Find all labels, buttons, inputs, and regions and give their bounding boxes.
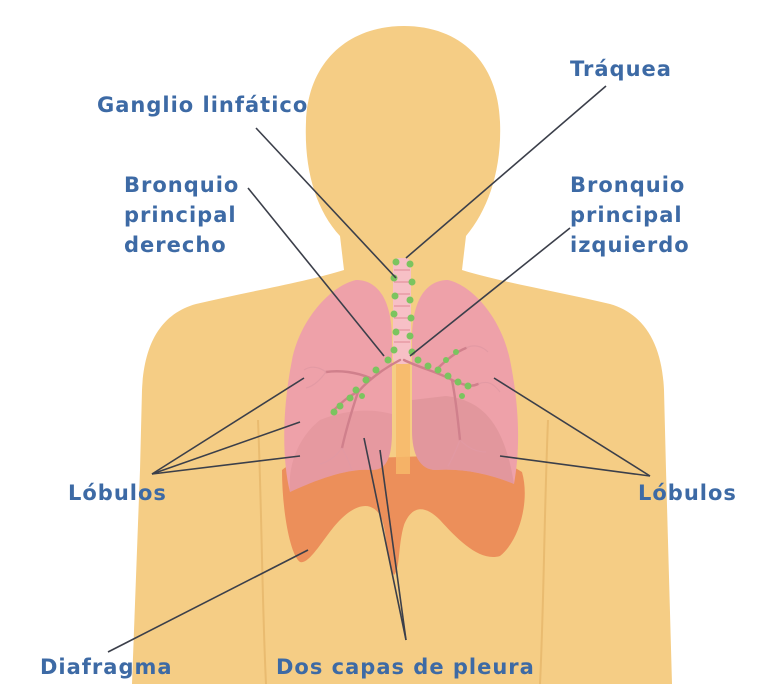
label-bronquio-derecho-line1: Bronquio bbox=[124, 173, 239, 197]
label-lobulos-right: Lóbulos bbox=[638, 481, 737, 505]
label-ganglio: Ganglio linfático bbox=[97, 93, 308, 117]
label-traquea: Tráquea bbox=[570, 57, 672, 81]
label-lobulos-left: Lóbulos bbox=[68, 481, 167, 505]
label-diafragma: Diafragma bbox=[40, 655, 173, 679]
label-bronquio-derecho-line3: derecho bbox=[124, 233, 227, 257]
label-bronquio-izquierdo-line3: izquierdo bbox=[570, 233, 690, 257]
label-bronquio-derecho-line2: principal bbox=[124, 203, 237, 227]
label-bronquio-izquierdo-line2: principal bbox=[570, 203, 683, 227]
label-bronquio-derecho: Bronquio principal derecho bbox=[124, 173, 248, 257]
label-bronquio-izquierdo-line1: Bronquio bbox=[570, 173, 685, 197]
label-pleura: Dos capas de pleura bbox=[276, 655, 535, 679]
label-bronquio-izquierdo: Bronquio principal izquierdo bbox=[570, 173, 694, 257]
